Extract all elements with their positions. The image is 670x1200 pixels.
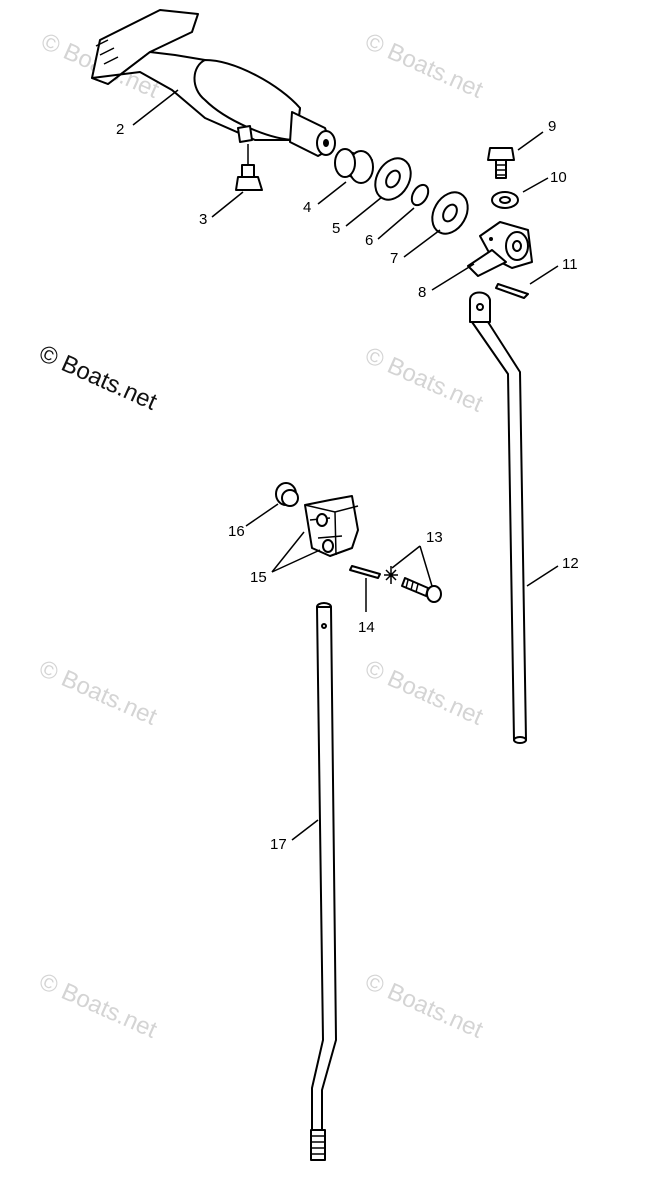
- pin: [349, 565, 381, 579]
- callout-13: 13: [426, 529, 443, 546]
- shift-handle: [91, 9, 336, 157]
- washer: [431, 191, 469, 235]
- callout-labels: 2 3 4 5 6 7 8 9 10 11 12 13 14 15 16 17: [116, 118, 579, 853]
- callout-12: 12: [562, 555, 579, 572]
- callout-6: 6: [365, 232, 373, 249]
- callout-3: 3: [199, 211, 207, 228]
- lock-washer: [491, 191, 519, 209]
- callout-11: 11: [562, 256, 578, 273]
- bushing: [334, 148, 374, 184]
- callout-4: 4: [303, 199, 311, 216]
- callout-16: 16: [228, 523, 245, 540]
- lower-shift-rod: [310, 602, 337, 1161]
- callout-17: 17: [270, 836, 287, 853]
- bolt: [487, 147, 515, 179]
- screw: [384, 566, 442, 603]
- nut: [275, 482, 299, 507]
- rod-connector: [304, 495, 359, 557]
- washer: [374, 157, 412, 201]
- callout-2: 2: [116, 121, 124, 138]
- callout-7: 7: [390, 250, 398, 267]
- leader-lines: [132, 89, 559, 841]
- o-ring: [410, 183, 430, 207]
- cotter-pin: [495, 283, 529, 299]
- callout-5: 5: [332, 220, 340, 237]
- callout-9: 9: [548, 118, 556, 135]
- shift-lever: [467, 221, 533, 277]
- shift-rod: [469, 291, 527, 744]
- callout-10: 10: [550, 169, 567, 186]
- callout-8: 8: [418, 284, 426, 301]
- callout-15: 15: [250, 569, 267, 586]
- callout-14: 14: [358, 619, 375, 636]
- grease-fitting: [235, 144, 263, 191]
